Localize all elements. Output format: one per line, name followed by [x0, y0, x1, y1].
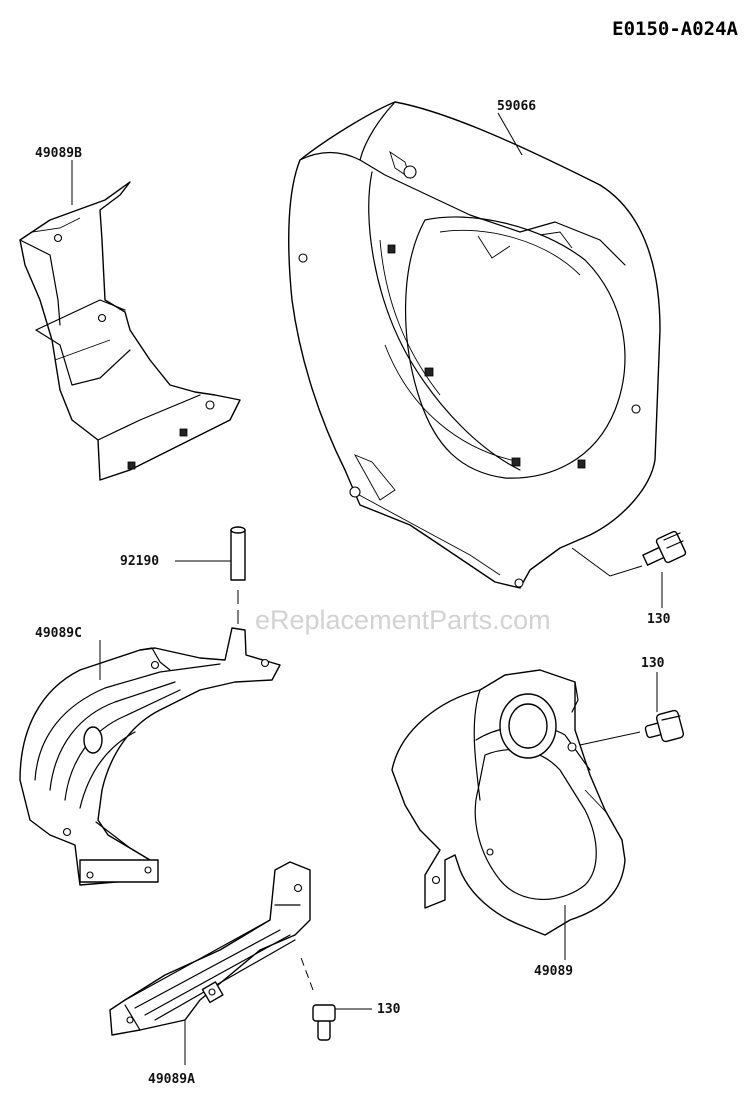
part-label-92190: 92190 — [120, 554, 159, 569]
part-label-49089B: 49089B — [35, 146, 82, 161]
cover-a-drawing[interactable] — [109, 861, 311, 1036]
diagram-code: E0150-A024A — [612, 18, 738, 40]
part-label-59066: 59066 — [497, 99, 536, 114]
fan-housing-drawing[interactable] — [288, 101, 661, 589]
part-label-130-a: 130 — [647, 612, 671, 627]
cover-drawing[interactable] — [391, 669, 626, 936]
part-label-49089C: 49089C — [35, 626, 82, 641]
part-label-49089: 49089 — [534, 964, 573, 979]
part-label-49089A: 49089A — [148, 1072, 195, 1087]
pin-drawing[interactable] — [230, 526, 246, 625]
bolt-3-drawing[interactable] — [299, 954, 336, 1041]
cover-c-drawing[interactable] — [19, 627, 281, 886]
watermark: eReplacementParts.com — [255, 605, 551, 635]
part-label-130-c: 130 — [377, 1002, 401, 1017]
bolt-1-drawing[interactable] — [642, 530, 687, 566]
part-label-130-b: 130 — [641, 656, 665, 671]
bolt-2-drawing[interactable] — [644, 709, 685, 743]
cover-b-drawing[interactable] — [19, 181, 241, 481]
